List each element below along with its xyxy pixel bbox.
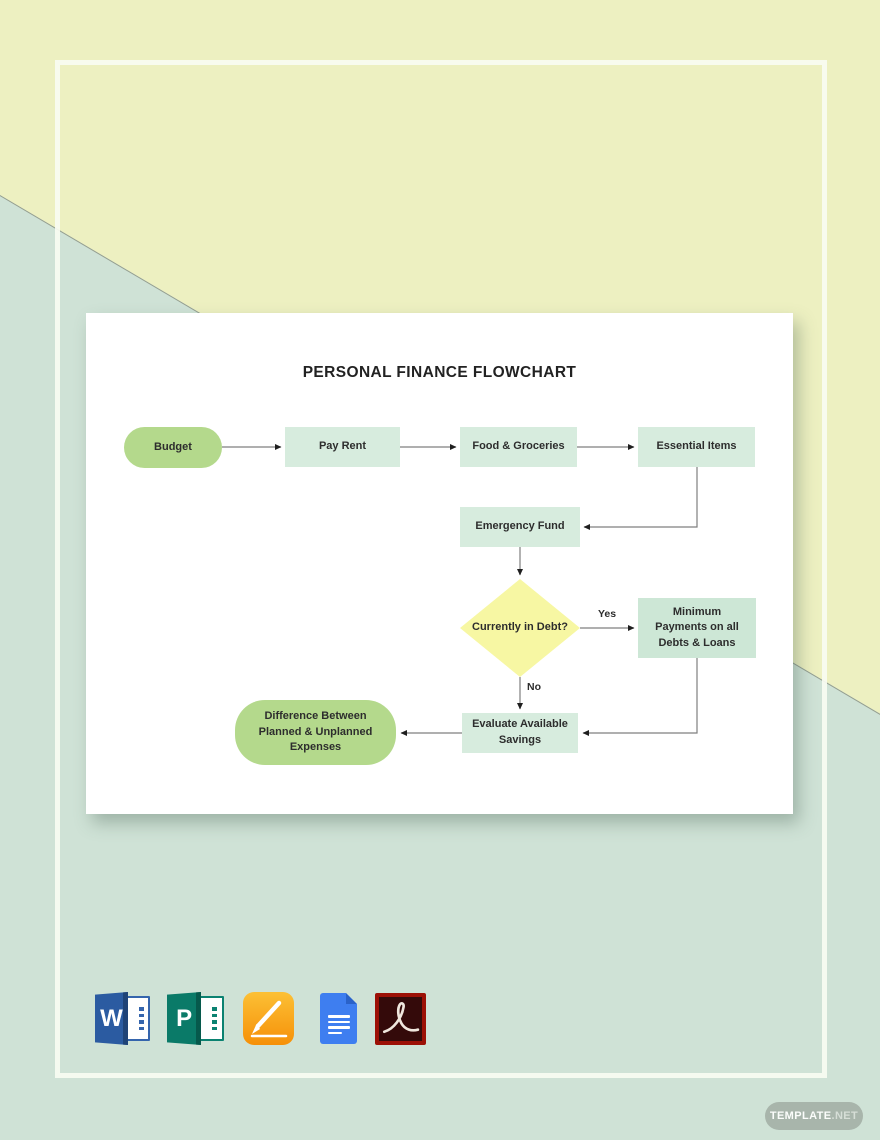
pen-icon — [250, 1000, 288, 1038]
watermark-suffix: .NET — [831, 1110, 859, 1122]
node-minimum-payments-label: Minimum Payments on all Debts & Loans — [655, 605, 739, 649]
node-emergency-fund-label: Emergency Fund — [475, 520, 565, 533]
flowchart-connectors — [222, 444, 698, 736]
edge-label-yes: Yes — [597, 608, 617, 620]
watermark-brand: TEMPLATE — [769, 1110, 832, 1122]
node-minimum-payments: Minimum Payments on all Debts & Loans — [638, 598, 756, 658]
google-docs-page — [320, 993, 357, 1044]
edge-essential-emergency — [583, 467, 698, 530]
node-difference-expenses-label: Difference Between Planned & Unplanned E… — [258, 710, 373, 754]
node-food-groceries: Food & Groceries — [460, 427, 577, 467]
folded-corner-icon — [346, 993, 357, 1004]
acrobat-swirl-icon — [382, 1002, 420, 1034]
decorative-frame — [55, 60, 827, 1078]
node-budget: Budget — [124, 427, 222, 468]
apple-pages-icon[interactable] — [243, 992, 294, 1045]
template-net-watermark: TEMPLATE.NET — [765, 1102, 863, 1130]
node-pay-rent-label: Pay Rent — [318, 440, 367, 453]
adobe-pdf-icon[interactable] — [375, 993, 426, 1045]
node-evaluate-savings-label: Evaluate Available Savings — [472, 718, 568, 746]
node-difference-expenses: Difference Between Planned & Unplanned E… — [235, 700, 396, 765]
node-essential-items: Essential Items — [638, 427, 755, 467]
ms-word-letter: W — [95, 992, 128, 1045]
flowchart-card: PERSONAL FINANCE FLOWCHART Budget Pay Re… — [86, 313, 793, 814]
decision-diamond-shape — [460, 579, 580, 677]
edge-minimum-evaluate — [582, 658, 698, 736]
node-budget-label: Budget — [154, 440, 192, 453]
node-pay-rent: Pay Rent — [285, 427, 400, 467]
node-evaluate-savings: Evaluate Available Savings — [462, 713, 578, 753]
edge-label-no: No — [527, 681, 541, 693]
node-currently-in-debt-label: Currently in Debt? — [472, 621, 568, 634]
ms-word-icon[interactable]: W — [95, 992, 150, 1045]
document-lines — [328, 1015, 350, 1034]
ms-publisher-icon[interactable]: P — [167, 992, 224, 1045]
ms-publisher-letter: P — [167, 992, 202, 1045]
node-emergency-fund: Emergency Fund — [460, 507, 580, 547]
node-food-groceries-label: Food & Groceries — [472, 440, 565, 453]
node-essential-items-label: Essential Items — [656, 440, 737, 453]
page-title: PERSONAL FINANCE FLOWCHART — [302, 364, 577, 381]
google-docs-icon[interactable] — [312, 992, 365, 1045]
